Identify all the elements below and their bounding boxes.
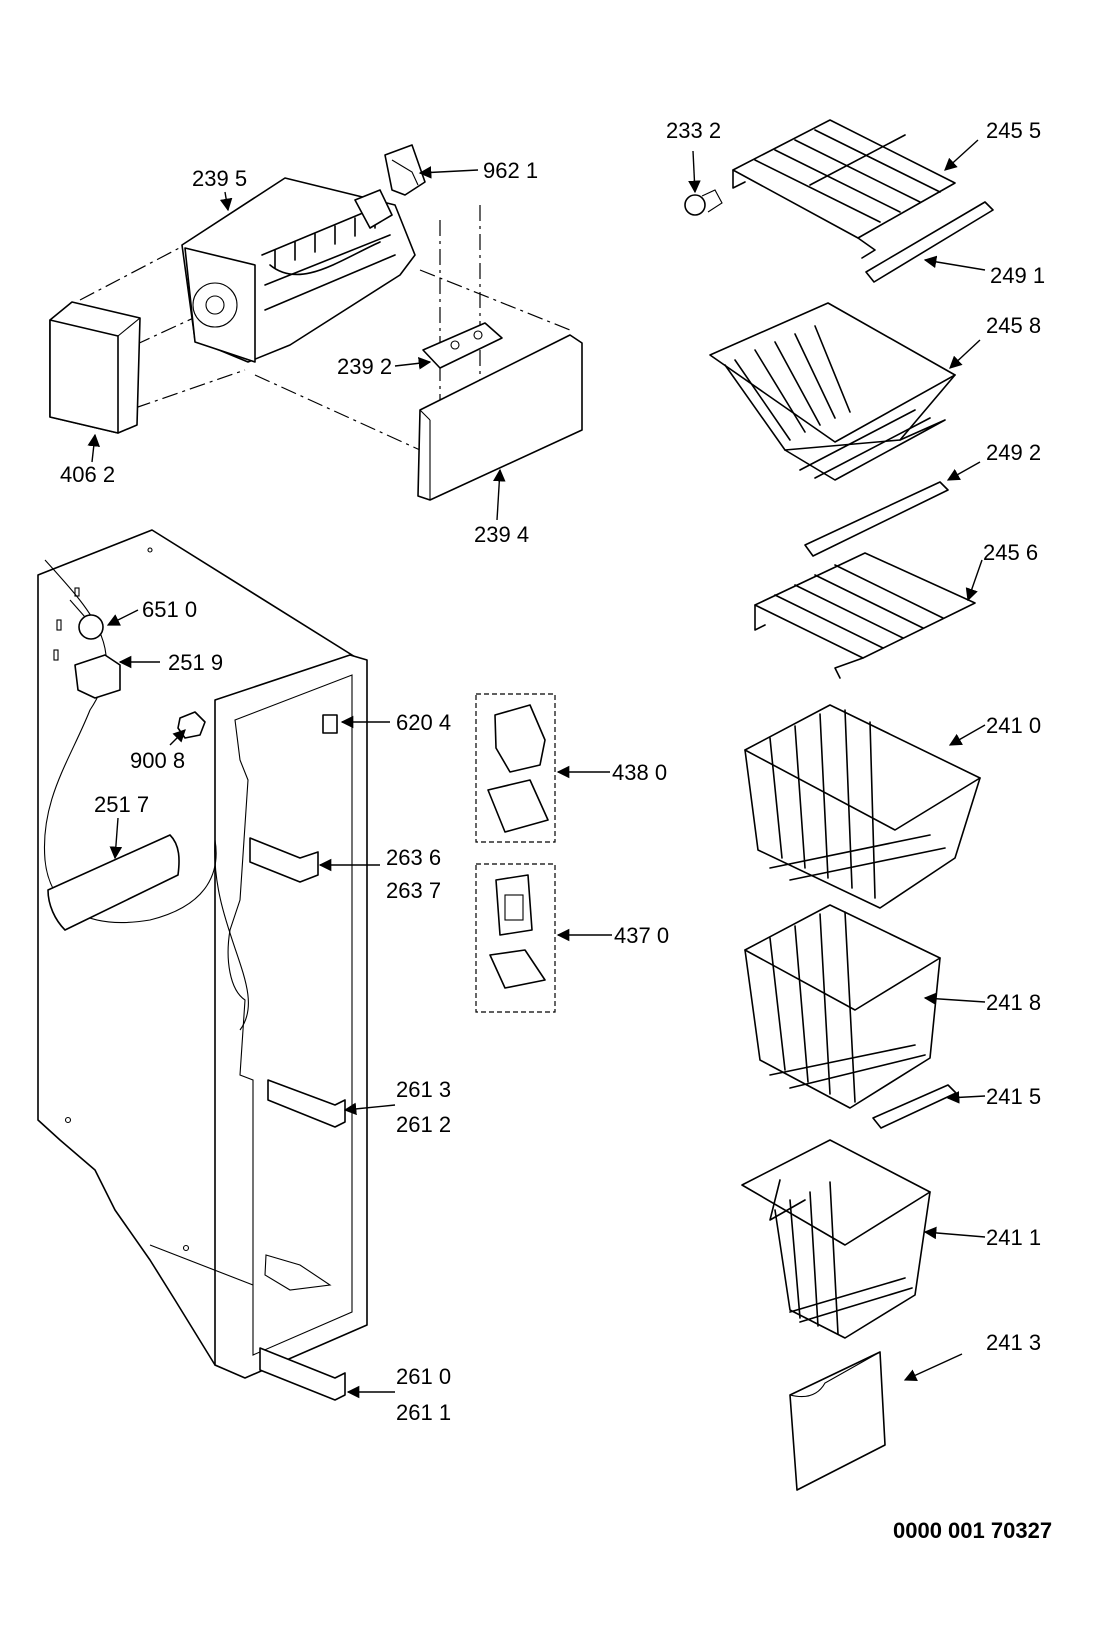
label-263-7: 263 7 <box>386 878 441 903</box>
label-900-8: 900 8 <box>130 748 185 773</box>
label-251-7: 251 7 <box>94 792 149 817</box>
shelf-support-part <box>249 837 319 883</box>
lamp-cover-part <box>74 654 121 699</box>
ice-maker-body-part <box>181 177 416 363</box>
label-241-0: 241 0 <box>986 713 1041 738</box>
control-module-437 <box>475 863 556 1013</box>
wire-basket-241-0 <box>744 704 981 909</box>
label-241-5: 241 5 <box>986 1084 1041 1109</box>
label-261-1: 261 1 <box>396 1400 451 1425</box>
label-245-8: 245 8 <box>986 313 1041 338</box>
wire-basket-241-8 <box>744 904 941 1109</box>
basket-rail-lower-part <box>259 1347 346 1401</box>
label-245-5: 245 5 <box>986 118 1041 143</box>
ice-bin-front-part <box>417 334 583 501</box>
door-switch-part <box>322 714 338 734</box>
label-241-1: 241 1 <box>986 1225 1041 1250</box>
label-263-6: 263 6 <box>386 845 441 870</box>
basket-rail-upper-part <box>267 1079 346 1128</box>
label-261-3: 261 3 <box>396 1077 451 1102</box>
wire-shelf-245-5 <box>732 119 956 259</box>
light-shield-part <box>47 834 180 931</box>
label-962-1: 962 1 <box>483 158 538 183</box>
bracket-962-part <box>384 144 426 196</box>
label-249-1: 249 1 <box>990 263 1045 288</box>
label-245-6: 245 6 <box>983 540 1038 565</box>
label-239-2: 239 2 <box>337 354 392 379</box>
label-620-4: 620 4 <box>396 710 451 735</box>
label-233-2: 233 2 <box>666 118 721 143</box>
trim-bar-249-2 <box>804 481 949 557</box>
label-239-4: 239 4 <box>474 522 529 547</box>
wire-basket-245-8 <box>709 302 956 481</box>
lamp-part <box>69 599 104 640</box>
label-239-5: 239 5 <box>192 166 247 191</box>
label-406-2: 406 2 <box>60 462 115 487</box>
label-437-0: 437 0 <box>614 923 669 948</box>
freezer-cabinet <box>37 529 368 1401</box>
label-251-9: 251 9 <box>168 650 223 675</box>
trim-bar-241-5 <box>872 1084 957 1129</box>
label-261-2: 261 2 <box>396 1112 451 1137</box>
label-261-0: 261 0 <box>396 1364 451 1389</box>
label-438-0: 438 0 <box>612 760 667 785</box>
label-249-2: 249 2 <box>986 440 1041 465</box>
label-241-3: 241 3 <box>986 1330 1041 1355</box>
ice-maker-assembly <box>49 144 583 501</box>
basket-front-241-3 <box>789 1351 886 1491</box>
drawing-code: 0000 001 70327 <box>893 1518 1052 1543</box>
front-cover-part <box>49 301 141 434</box>
wire-basket-241-1 <box>741 1139 931 1339</box>
wire-shelf-245-6 <box>754 552 976 679</box>
mounting-plate-part <box>422 322 503 369</box>
trim-bar-249-1 <box>865 201 994 283</box>
label-651-0: 651 0 <box>142 597 197 622</box>
control-module-438 <box>475 693 556 843</box>
knob-part <box>684 189 723 216</box>
label-241-8: 241 8 <box>986 990 1041 1015</box>
